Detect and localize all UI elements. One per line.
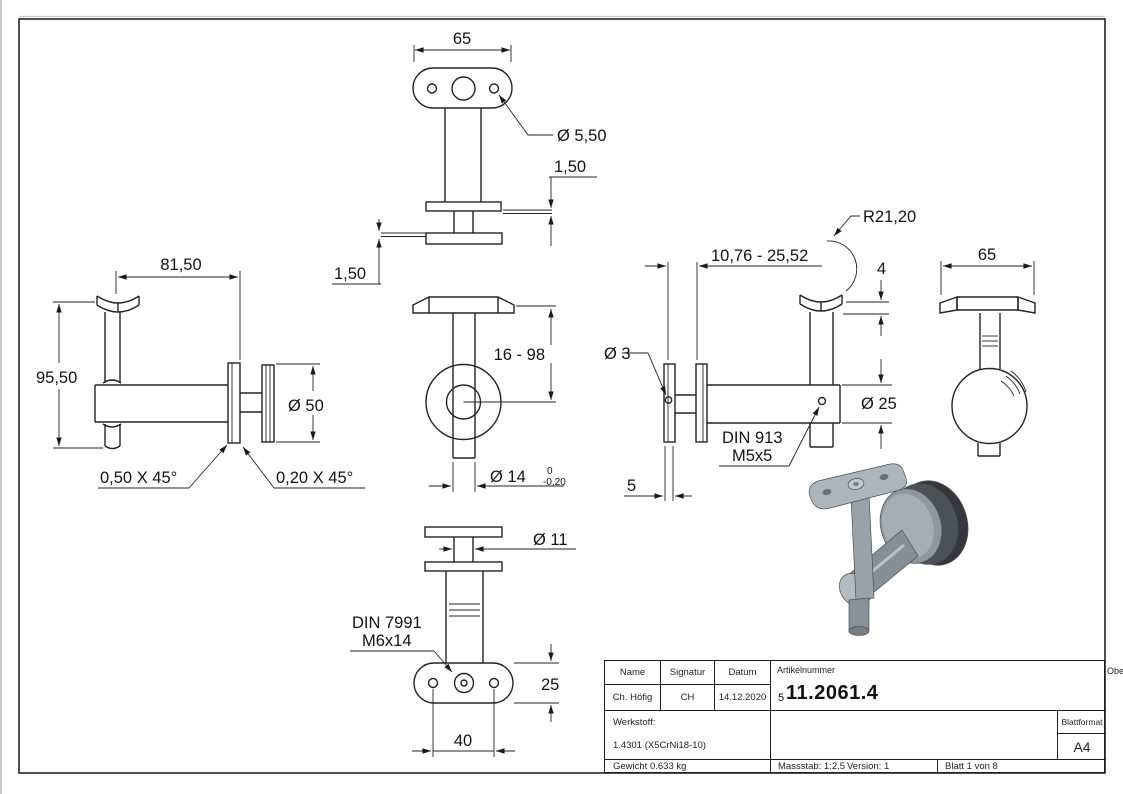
title-block: Name Signatur Datum Ch. Höfig CH 14.12.2…	[604, 660, 1123, 774]
titleblock-scale-cell: Massstab: 1:2.5 Version: 1	[771, 760, 938, 774]
dim-left-disc: Ø 50	[288, 397, 324, 415]
dim-gap-left: 1,50	[334, 265, 366, 283]
titleblock-material-cell: Werkstoff: 1.4301 (X5CrNi18-10)	[605, 711, 771, 760]
front-view-dimensions: 16 - 98 Ø 14 0 -0,20	[429, 305, 566, 492]
bottom-view-dimensions: Ø 11 DIN 7991 M6x14 25 40	[350, 531, 576, 757]
dim-side-range: 10,76 - 25,52	[711, 247, 808, 265]
top-view-linework	[412, 67, 513, 245]
titleblock-sheetformat-value: A4	[1058, 734, 1106, 760]
titleblock-article-label: Artikelnummer	[777, 665, 836, 675]
dim-gap-right: 1,50	[554, 158, 586, 176]
dim-side-hole: Ø 3	[604, 345, 631, 363]
titleblock-material-value: 1.4301 (X5CrNi18-10)	[613, 740, 706, 751]
dim-right-width: 65	[978, 246, 996, 264]
dim-side-lip: 4	[877, 260, 886, 278]
dim-top-hole: Ø 5,50	[557, 127, 607, 145]
titleblock-material-label: Werkstoff:	[613, 717, 656, 728]
titleblock-surface-label: Oberfläche:	[1107, 666, 1123, 676]
dim-bottom-spacing: 40	[454, 732, 472, 750]
titleblock-signature-value: CH	[661, 685, 715, 711]
label-din7991: DIN 7991	[352, 614, 422, 632]
dim-front-dia: Ø 14	[490, 468, 526, 486]
dim-side-radius: R21,20	[863, 208, 916, 226]
dim-left-height: 95,50	[36, 369, 77, 387]
top-view-dimensions: 65 Ø 5,50 1,50 1,50	[332, 30, 607, 285]
iso-view	[808, 463, 969, 636]
dim-left-chamfer2: 0,20 X 45°	[276, 469, 353, 487]
titleblock-name-value: Ch. Höfig	[605, 685, 661, 711]
dim-bottom-depth: 25	[541, 676, 559, 694]
label-m5x5: M5x5	[732, 447, 772, 465]
left-view-linework	[94, 295, 275, 450]
dim-front-tol-hi: 0	[547, 466, 553, 477]
side-view-linework	[663, 240, 858, 448]
dim-bottom-dia: Ø 11	[533, 531, 568, 549]
titleblock-signature-label: Signatur	[661, 661, 715, 685]
titleblock-weight: Gewicht 0.633 kg	[605, 760, 771, 774]
dim-left-depth: 81,50	[160, 256, 201, 274]
titleblock-scale: Massstab: 1:2.5	[778, 761, 846, 772]
titleblock-sheet: Blatt 1 von 8	[945, 761, 998, 772]
titleblock-date-label: Datum	[715, 661, 771, 685]
dim-side-tube: Ø 25	[861, 395, 897, 413]
titleblock-name-label: Name	[605, 661, 661, 685]
label-m6x14: M6x14	[362, 632, 412, 650]
right-view-linework	[939, 296, 1036, 457]
dim-front-tol-lo: -0,20	[543, 477, 566, 488]
titleblock-sheetformat-label: Blattformat	[1058, 711, 1106, 734]
titleblock-date-value: 14.12.2020	[715, 685, 771, 711]
titleblock-article-prefix: 5	[778, 692, 785, 704]
titleblock-empty-cell	[771, 711, 1058, 760]
dim-side-plate: 5	[627, 477, 636, 495]
front-view-linework	[412, 296, 515, 459]
left-view-dimensions: 81,50 95,50 Ø 50 0,50 X 45° 0,20 X 45°	[36, 256, 365, 489]
side-view-dimensions: R21,20 10,76 - 25,52 4 Ø 3 Ø 25 DIN 913 …	[604, 208, 916, 501]
right-view-dimensions: 65	[940, 246, 1035, 295]
dim-front-range: 16 - 98	[494, 346, 545, 364]
label-din913: DIN 913	[722, 429, 783, 447]
dim-top-width: 65	[453, 30, 471, 48]
titleblock-article-number: 11.2061.4	[786, 682, 879, 704]
titleblock-article-cell: Artikelnummer Oberfläche: Geschliffen Ko…	[771, 661, 1123, 711]
dim-left-chamfer1: 0,50 X 45°	[100, 469, 177, 487]
titleblock-version: Version: 1	[847, 761, 890, 772]
bottom-view-linework	[413, 526, 514, 704]
